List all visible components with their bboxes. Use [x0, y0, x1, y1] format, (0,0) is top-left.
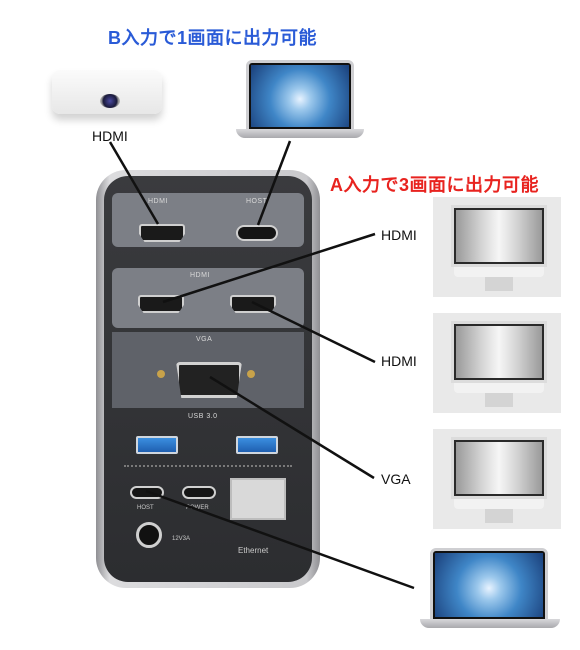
laptop-bottom-image — [420, 548, 560, 632]
hub-ethernet-text: Ethernet — [238, 546, 269, 555]
hub-dc-text: 12V3A — [172, 536, 191, 542]
hub-mid-hdmi-text: HDMI — [190, 272, 210, 279]
laptop-top-base — [236, 129, 364, 138]
monitor-3-chin — [454, 499, 544, 509]
monitor-2-hdmi-label: HDMI — [381, 353, 417, 369]
monitor-2-screen — [451, 321, 547, 383]
hub-dotted-divider — [124, 465, 292, 467]
usb-a-port-1 — [136, 436, 178, 454]
laptop-bottom-base — [420, 619, 560, 628]
monitor-2-display — [456, 326, 542, 378]
line-host-to-laptop — [145, 489, 415, 590]
usb-c-power-port — [182, 486, 216, 499]
monitor-1-chin — [454, 267, 544, 277]
a-input-heading: A入力で3画面に出力可能 — [330, 175, 540, 195]
laptop-top-image — [236, 60, 364, 140]
vga-screw-right — [247, 370, 255, 378]
line-vga-to-monitor3 — [209, 375, 375, 480]
projector-image — [52, 70, 162, 114]
monitor-1-image — [433, 197, 561, 297]
monitor-3-display — [456, 442, 542, 494]
line-laptop-to-host — [256, 140, 292, 226]
projector-hdmi-label: HDMI — [92, 128, 128, 144]
laptop-top-wallpaper — [251, 65, 349, 127]
monitor-2-stand — [485, 393, 513, 407]
line-hdmi2-to-monitor2 — [251, 300, 376, 364]
monitor-3-image — [433, 429, 561, 529]
hub-power-text: POWER — [186, 505, 209, 511]
vga-screw-left — [157, 370, 165, 378]
usb-a-port-2 — [236, 436, 278, 454]
monitor-1-display — [456, 210, 542, 262]
hub-top-hdmi-text: HDMI — [148, 198, 168, 205]
hub-vga-text: VGA — [196, 336, 213, 343]
line-hdmi1-to-monitor1 — [162, 232, 376, 304]
usb-c-host-port-top — [236, 225, 278, 241]
hub-top-host-text: HOST — [246, 198, 268, 205]
hub-host-text: HOST — [137, 505, 154, 511]
projector-lens — [100, 94, 120, 108]
line-projector-to-hdmi — [108, 141, 160, 225]
monitor-3-screen — [451, 437, 547, 499]
hdmi-port-top — [139, 224, 185, 242]
monitor-1-hdmi-label: HDMI — [381, 227, 417, 243]
hub-usb-text: USB 3.0 — [188, 413, 218, 420]
ethernet-port — [230, 478, 286, 520]
b-input-heading: B入力で1画面に出力可能 — [108, 28, 318, 48]
monitor-1-stand — [485, 277, 513, 291]
monitor-3-stand — [485, 509, 513, 523]
monitor-3-vga-label: VGA — [381, 471, 411, 487]
monitor-1-screen — [451, 205, 547, 267]
monitor-2-image — [433, 313, 561, 413]
monitor-2-chin — [454, 383, 544, 393]
laptop-bottom-wallpaper — [435, 553, 543, 617]
dc-power-port — [136, 522, 162, 548]
